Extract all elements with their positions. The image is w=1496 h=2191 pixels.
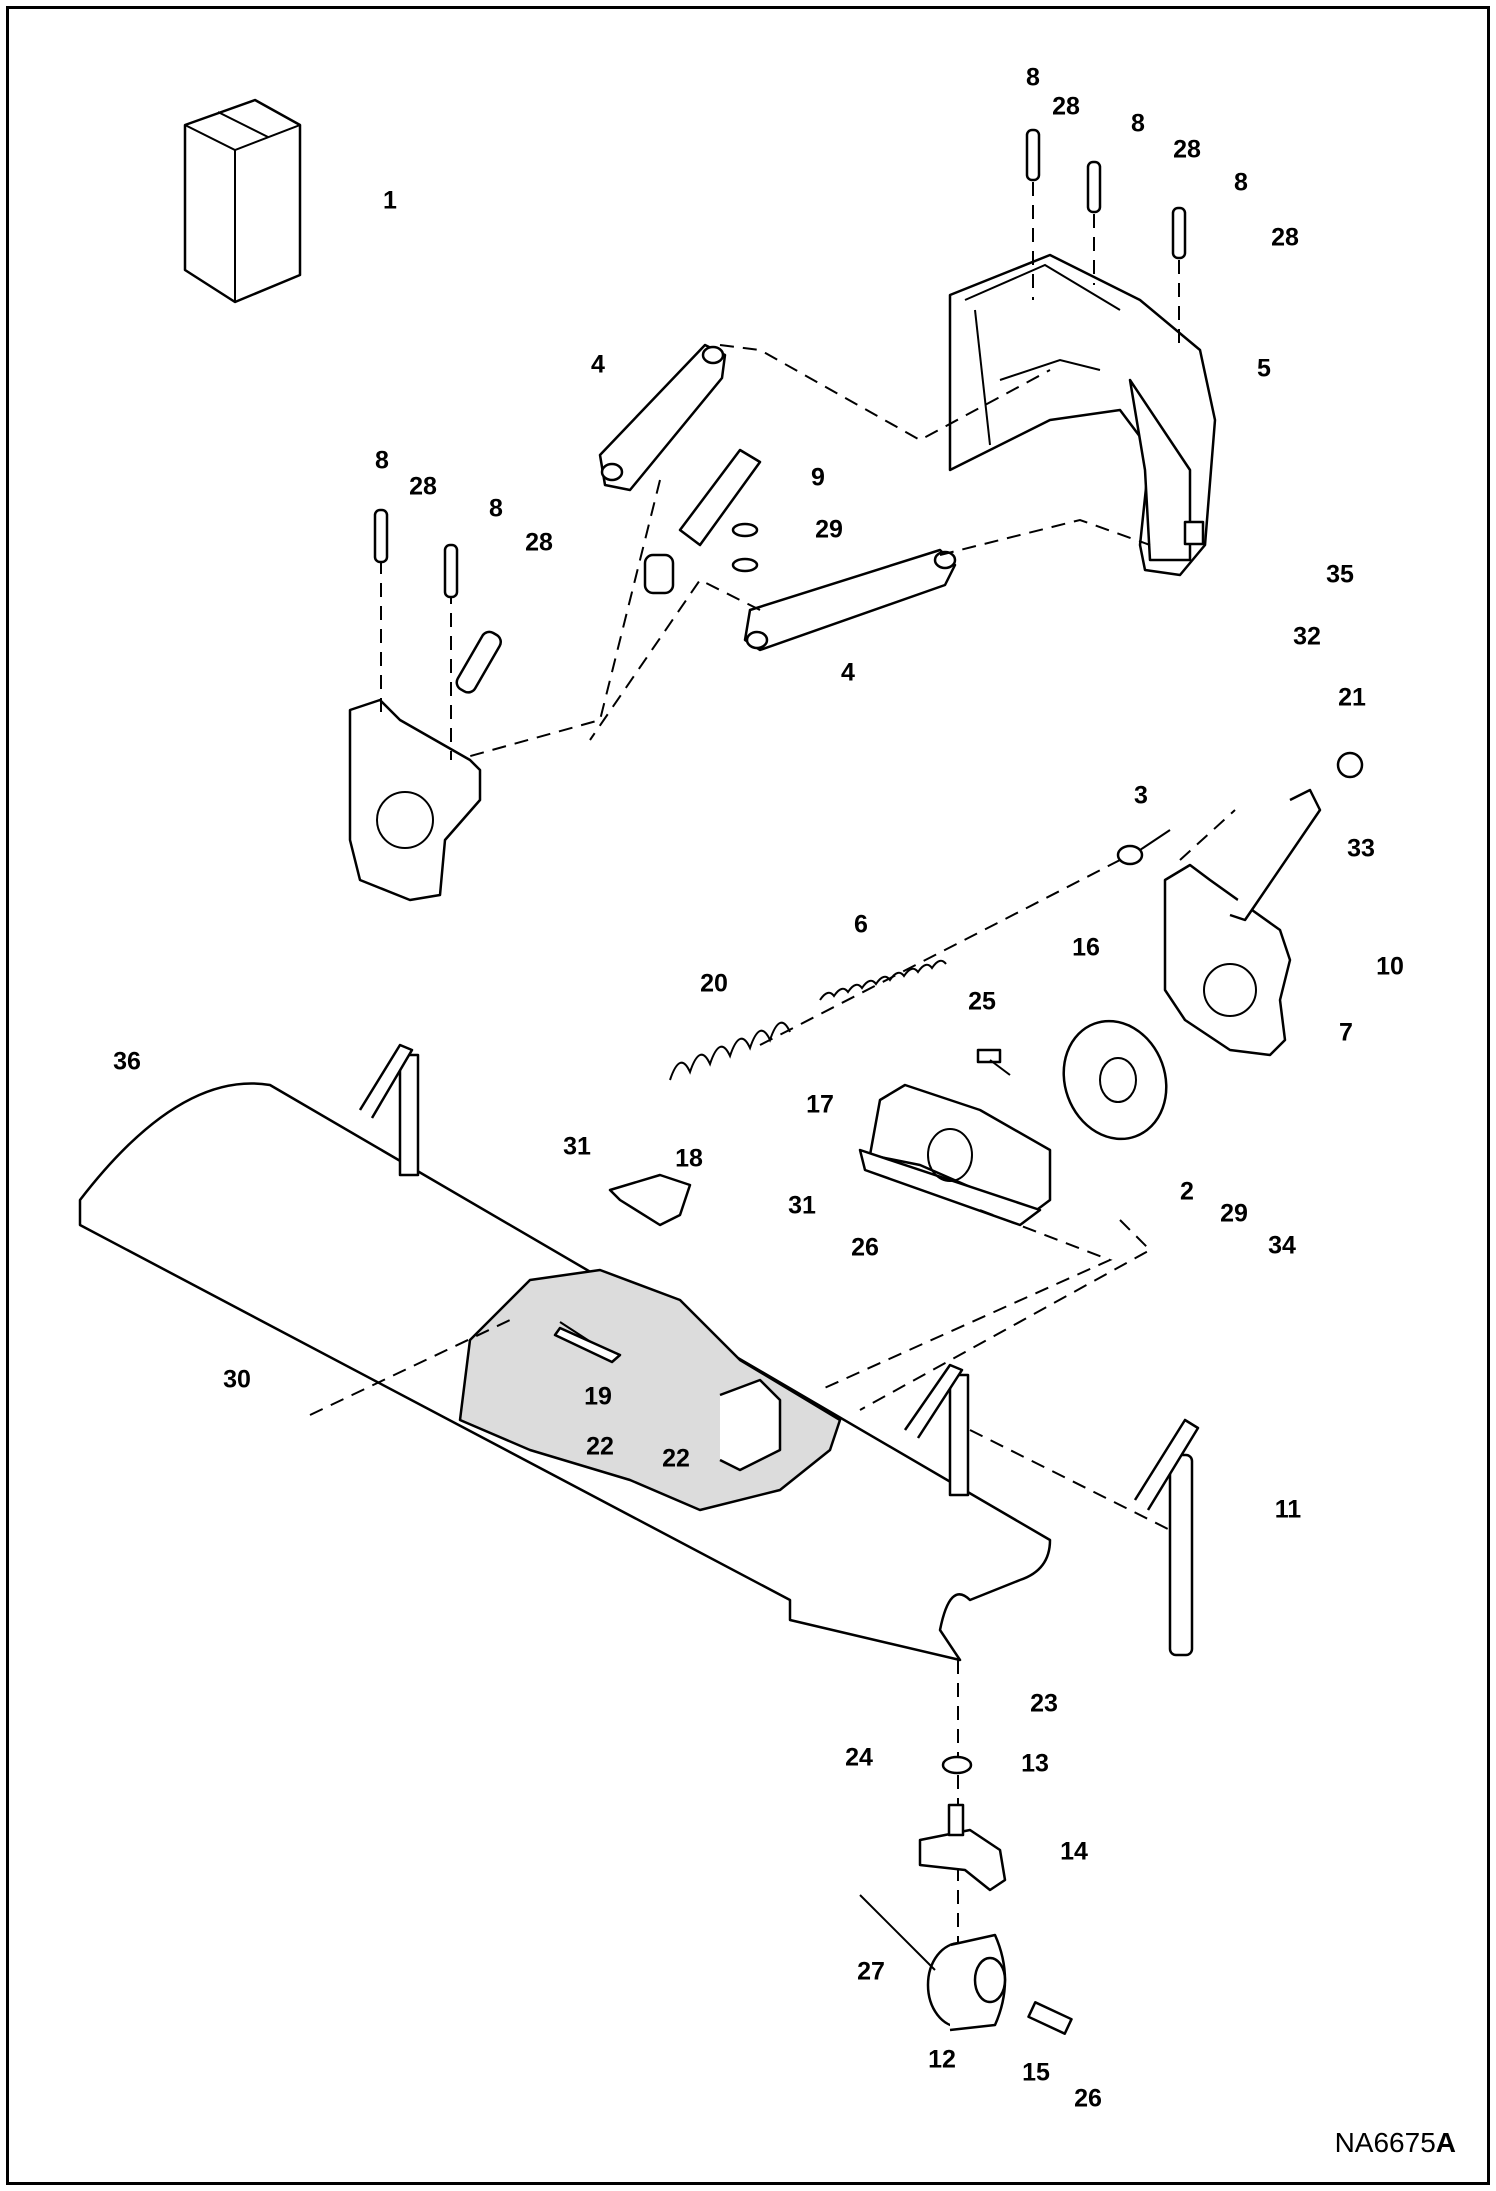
lower-link-arm xyxy=(743,548,957,652)
callout-15: 15 xyxy=(1022,2058,1050,2087)
callout-4: 4 xyxy=(841,658,855,687)
spring-dashed-lines xyxy=(759,809,1236,1046)
spring-bracket xyxy=(608,1173,692,1227)
callout-16: 16 xyxy=(1072,933,1100,962)
caster-spacer xyxy=(1027,2001,1073,2035)
callout-29: 29 xyxy=(815,515,843,544)
callout-8: 8 xyxy=(489,494,503,523)
drawing-number: NA6675A xyxy=(1335,2127,1456,2159)
upper-link-arm xyxy=(598,343,727,492)
callout-33: 33 xyxy=(1347,834,1375,863)
drawing-number-prefix: NA6675 xyxy=(1334,2127,1436,2158)
callout-28: 28 xyxy=(525,528,553,557)
callout-8: 8 xyxy=(375,446,389,475)
callout-26: 26 xyxy=(851,1233,879,1262)
callout-21: 21 xyxy=(1338,683,1366,712)
eye-bolt xyxy=(1116,829,1171,866)
deck-lift-handle-center xyxy=(903,1363,970,1497)
deck-lift-handle-left xyxy=(358,1043,420,1177)
callout-28: 28 xyxy=(1052,92,1080,121)
callout-9: 9 xyxy=(811,463,825,492)
rear-hinge-bracket xyxy=(948,253,1217,577)
callout-36: 36 xyxy=(113,1047,141,1076)
callout-20: 20 xyxy=(700,969,728,998)
deck-cover xyxy=(78,1082,1052,1662)
callout-28: 28 xyxy=(1173,135,1201,164)
decal-kit-box xyxy=(183,98,302,304)
callout-10: 10 xyxy=(1376,952,1404,981)
gas-spring xyxy=(643,448,762,595)
upper-hinge-pins xyxy=(1025,128,1187,350)
diagram-frame xyxy=(6,6,1490,2185)
callout-8: 8 xyxy=(1026,63,1040,92)
callout-25: 25 xyxy=(968,987,996,1016)
callout-24: 24 xyxy=(845,1743,873,1772)
drawing-number-suffix: A xyxy=(1435,2127,1456,2158)
callout-32: 32 xyxy=(1293,622,1321,651)
deck-lift-handle-right xyxy=(969,1418,1200,1657)
link-dashed-lines xyxy=(419,344,1151,771)
callout-5: 5 xyxy=(1257,354,1271,383)
bearing-flange xyxy=(1062,1019,1168,1141)
caster-washer xyxy=(941,1755,973,1775)
callout-8: 8 xyxy=(1131,109,1145,138)
callout-31: 31 xyxy=(788,1191,816,1220)
left-hinge-pins xyxy=(373,508,459,599)
callout-26: 26 xyxy=(1074,2084,1102,2113)
callout-14: 14 xyxy=(1060,1837,1088,1866)
spring-clip xyxy=(553,1326,622,1364)
callout-35: 35 xyxy=(1326,560,1354,589)
callout-30: 30 xyxy=(223,1365,251,1394)
right-side-plate xyxy=(1163,751,1364,1057)
callout-34: 34 xyxy=(1268,1231,1296,1260)
callout-3: 3 xyxy=(1134,781,1148,810)
left-side-plate xyxy=(348,560,502,902)
callout-2: 2 xyxy=(1180,1177,1194,1206)
caster-wheel xyxy=(926,1933,1007,2032)
callout-17: 17 xyxy=(806,1090,834,1119)
callout-29: 29 xyxy=(1220,1199,1248,1228)
callout-22: 22 xyxy=(662,1444,690,1473)
callout-28: 28 xyxy=(1271,223,1299,252)
extension-spring-large xyxy=(669,1021,791,1081)
callout-6: 6 xyxy=(854,910,868,939)
callout-4: 4 xyxy=(591,350,605,379)
extension-spring-small xyxy=(819,959,947,1001)
caster-fork xyxy=(918,1803,1007,1892)
deck-dashed-lines xyxy=(309,1209,1152,1980)
callout-11: 11 xyxy=(1274,1495,1302,1524)
callout-12: 12 xyxy=(928,2045,956,2074)
callout-1: 1 xyxy=(383,186,397,215)
caster-axle-bolt xyxy=(859,1894,936,1971)
callout-28: 28 xyxy=(409,472,437,501)
callout-31: 31 xyxy=(563,1132,591,1161)
cap-screw-25 xyxy=(976,1048,1011,1076)
bearing-carrier xyxy=(858,1083,1052,1227)
callout-23: 23 xyxy=(1030,1689,1058,1718)
callout-19: 19 xyxy=(584,1382,612,1411)
callout-22: 22 xyxy=(586,1432,614,1461)
callout-27: 27 xyxy=(857,1957,885,1986)
callout-7: 7 xyxy=(1339,1018,1353,1047)
callout-18: 18 xyxy=(675,1144,703,1173)
callout-8: 8 xyxy=(1234,168,1248,197)
callout-13: 13 xyxy=(1021,1749,1049,1778)
